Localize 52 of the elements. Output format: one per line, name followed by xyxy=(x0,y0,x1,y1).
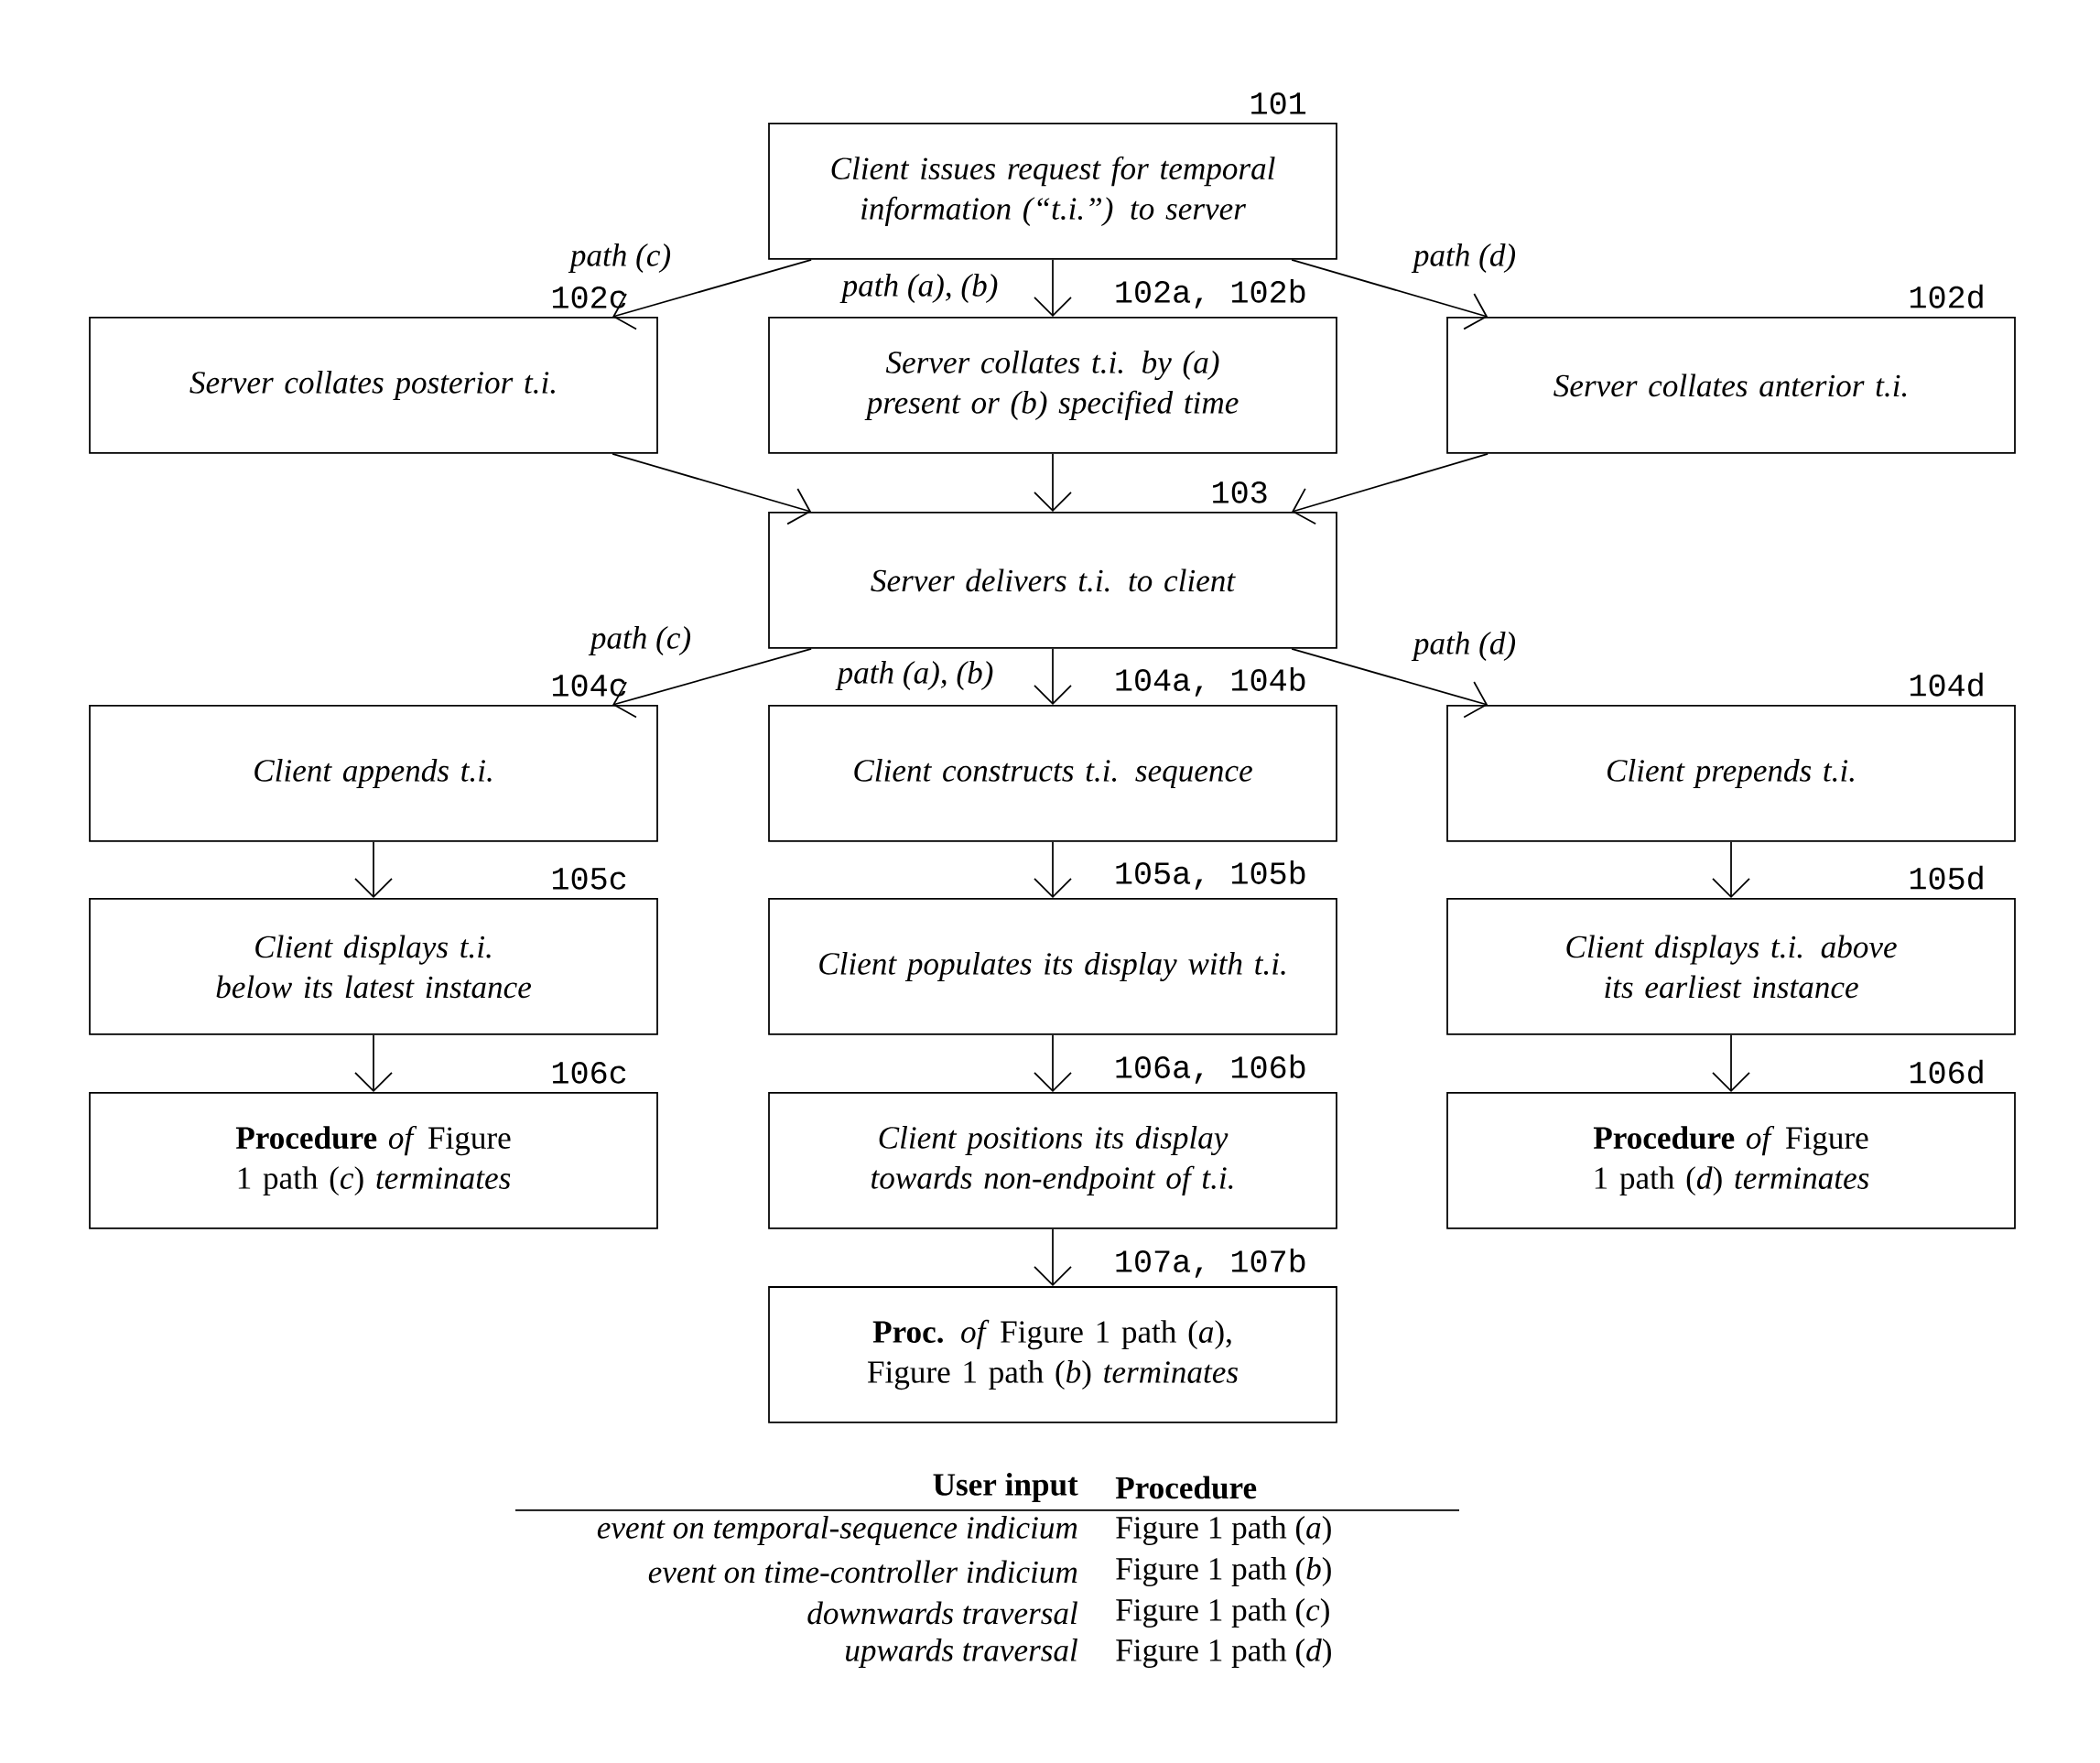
process-box: Procedure of Figure 1 path (c) terminates xyxy=(89,1092,658,1229)
process-box: Server collates anterior t.i. xyxy=(1446,317,2016,454)
step-number: 106c xyxy=(552,1061,626,1084)
process-box: Client populates its display with t.i. xyxy=(768,898,1337,1035)
arrow xyxy=(612,648,812,719)
process-box: Procedure of Figure 1 path (d) terminates xyxy=(1446,1092,2016,1229)
edge-label: path (a), (b) xyxy=(834,657,997,694)
step-number: 105a, 105b xyxy=(1116,860,1305,890)
table-cell: Figure 1 path (b) xyxy=(1116,1557,1331,1586)
process-box: Proc. of Figure 1 path (a), Figure 1 path (b) terminates xyxy=(768,1286,1337,1423)
process-box: Client constructs t.i. sequence xyxy=(768,705,1337,842)
step-number: 107a, 107b xyxy=(1116,1249,1305,1278)
step-number: 103 xyxy=(1213,481,1267,503)
step-number: 106d xyxy=(1910,1059,1983,1084)
table-cell: Figure 1 path (c) xyxy=(1116,1598,1329,1628)
edge-label: path (c) xyxy=(587,622,695,659)
edge-label: path (d) xyxy=(1410,240,1520,276)
arrow xyxy=(1292,453,1489,525)
step-number: 105c xyxy=(552,867,626,890)
arrow xyxy=(1291,259,1488,330)
table-cell: event on temporal-sequence indicium xyxy=(597,1516,1077,1545)
process-box: Server delivers t.i. to client xyxy=(768,512,1337,649)
column-header: User input xyxy=(933,1473,1078,1502)
step-number: 104c xyxy=(552,674,626,697)
column-header: Procedure xyxy=(1115,1476,1257,1499)
process-box: Client positions its display towards non-endpoint of t.i. xyxy=(768,1092,1337,1229)
arrow xyxy=(612,259,812,330)
process-box: Client appends t.i. xyxy=(89,705,658,842)
arrow xyxy=(612,453,812,525)
edge-label: path (d) xyxy=(1410,628,1520,665)
table-cell: upwards traversal xyxy=(846,1639,1077,1668)
table-cell: event on time-controller indicium xyxy=(648,1560,1077,1584)
process-box: Client prepends t.i. xyxy=(1446,705,2016,842)
table-cell: downwards traversal xyxy=(807,1601,1077,1625)
step-number: 102d xyxy=(1910,284,1983,308)
step-number: 102c xyxy=(552,286,626,308)
edge-label: path (c) xyxy=(567,240,675,276)
process-box: Client displays t.i. above its earliest instance xyxy=(1446,898,2016,1035)
step-number: 106a, 106b xyxy=(1116,1055,1305,1084)
table-cell: Figure 1 path (d) xyxy=(1116,1639,1331,1668)
process-box: Client issues request for temporal information (“t.i.”) to server xyxy=(768,123,1337,260)
edge-label: path (a), (b) xyxy=(839,270,1001,307)
step-number: 101 xyxy=(1251,92,1306,114)
table-cell: Figure 1 path (a) xyxy=(1116,1516,1331,1545)
process-box: Server collates posterior t.i. xyxy=(89,317,658,454)
step-number: 102a, 102b xyxy=(1116,279,1305,308)
process-box: Client displays t.i. below its latest instance xyxy=(89,898,658,1035)
step-number: 104a, 104b xyxy=(1116,667,1305,697)
step-number: 104d xyxy=(1910,672,1983,697)
process-box: Server collates t.i. by (a) present or (b) specified time xyxy=(768,317,1337,454)
arrow xyxy=(1291,648,1488,719)
step-number: 105d xyxy=(1910,865,1983,890)
